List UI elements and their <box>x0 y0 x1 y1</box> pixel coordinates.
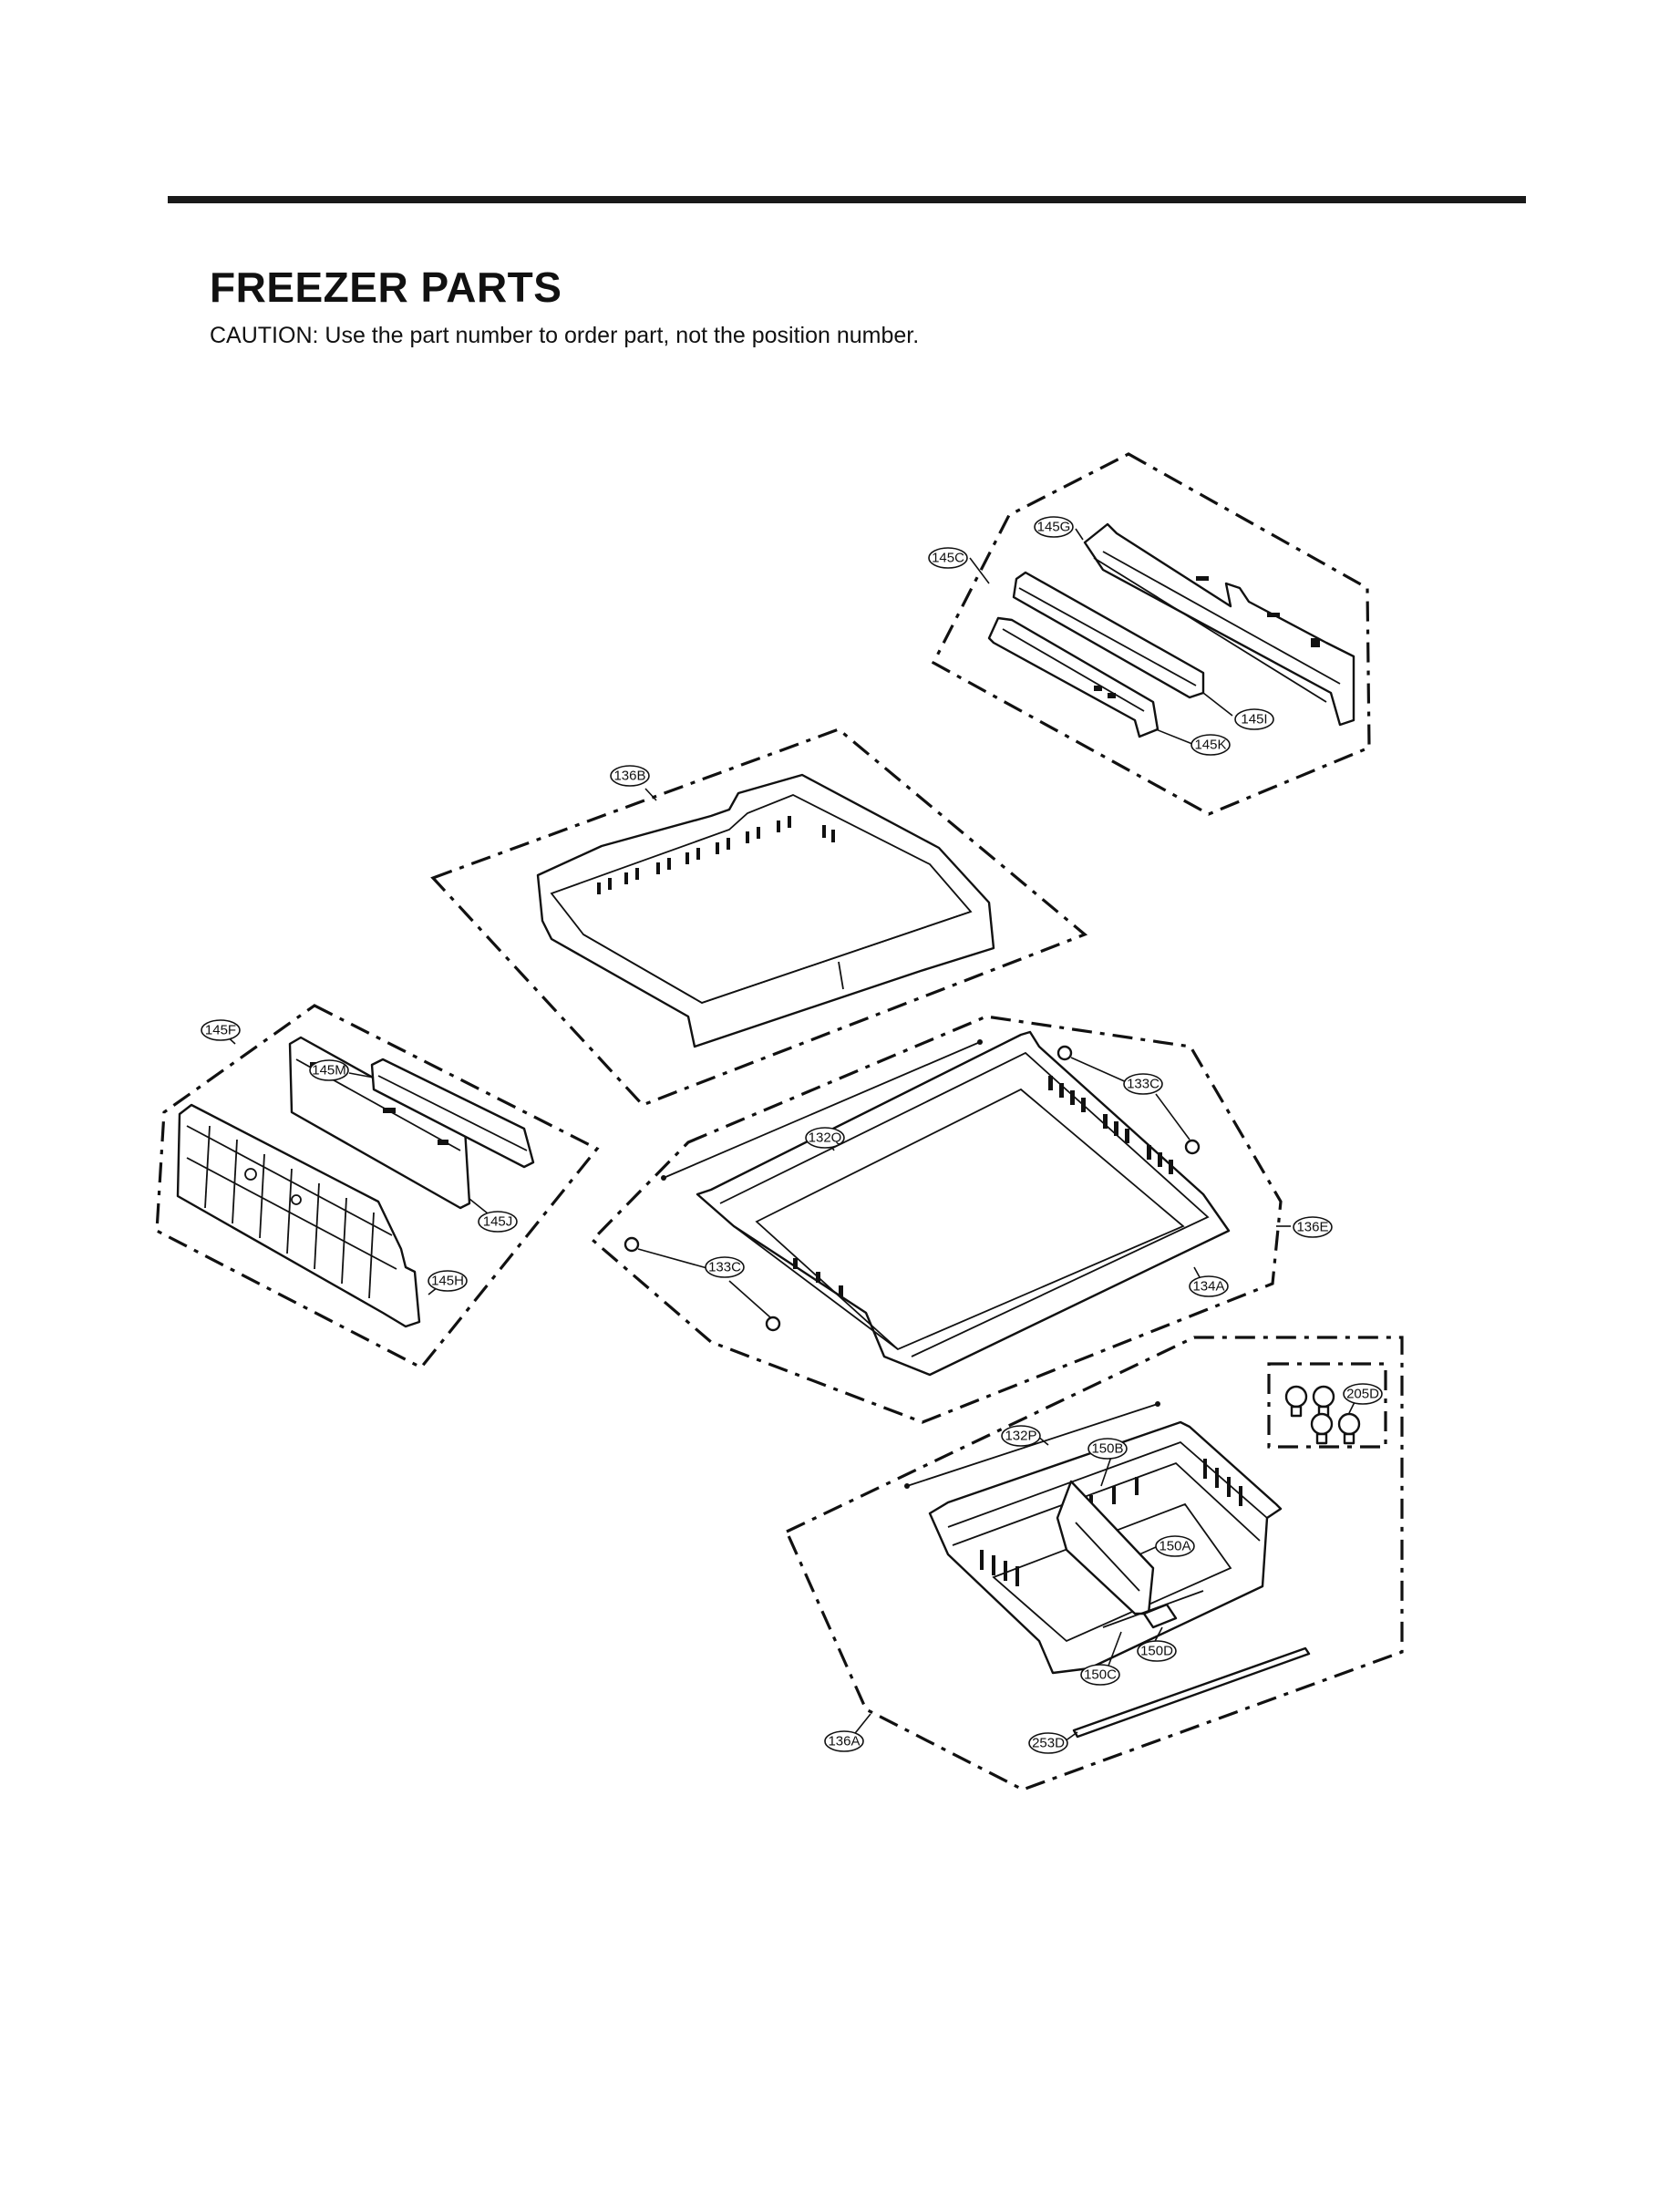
svg-text:136E: 136E <box>1296 1220 1328 1235</box>
callout-132P: 132P <box>1001 1425 1041 1447</box>
svg-text:145C: 145C <box>932 551 964 566</box>
group-boundary <box>931 452 1371 816</box>
strip-part-253D <box>1072 1646 1311 1739</box>
callout-145H: 145H <box>428 1270 468 1292</box>
callout-145M: 145M <box>309 1059 349 1081</box>
svg-text:145F: 145F <box>205 1023 236 1038</box>
tray-group-134A <box>590 1015 1291 1424</box>
wire-part-132Q <box>663 1041 981 1179</box>
tray-group-136B <box>430 728 1088 1107</box>
callout-136E: 136E <box>1293 1216 1333 1238</box>
svg-text:145K: 145K <box>1194 738 1226 753</box>
svg-text:145I: 145I <box>1241 712 1267 728</box>
svg-text:205D: 205D <box>1346 1387 1379 1402</box>
svg-text:150A: 150A <box>1159 1539 1190 1554</box>
callout-145G: 145G <box>1034 516 1074 538</box>
svg-text:145M: 145M <box>312 1063 346 1079</box>
callout-150B: 150B <box>1087 1438 1128 1460</box>
tray-vent-slots <box>597 816 835 894</box>
callout-133C-top: 133C <box>1123 1073 1163 1095</box>
svg-text:145G: 145G <box>1037 520 1071 535</box>
callout-145J: 145J <box>478 1211 518 1233</box>
wire-part-132P <box>906 1403 1159 1487</box>
caution-note: CAUTION: Use the part number to order pa… <box>210 323 920 348</box>
rail-assembly-group-top-right <box>931 452 1371 816</box>
svg-text:150D: 150D <box>1140 1644 1173 1659</box>
svg-text:136A: 136A <box>828 1734 860 1749</box>
rail-part-150C <box>1102 1590 1204 1628</box>
rail-part-145G <box>1083 522 1355 727</box>
cap-part-205D <box>1284 1385 1361 1445</box>
tray-vent-slots <box>793 1076 1173 1296</box>
callout-145C: 145C <box>928 547 968 569</box>
callout-136B: 136B <box>610 765 650 787</box>
group-boundary <box>430 728 1088 1107</box>
group-boundary <box>784 1336 1404 1791</box>
callout-150D: 150D <box>1137 1640 1177 1662</box>
svg-text:132P: 132P <box>1005 1429 1036 1444</box>
group-boundary <box>155 1004 600 1370</box>
callout-136A: 136A <box>824 1730 864 1752</box>
tray-part-134A <box>696 1030 1231 1377</box>
callout-134A: 134A <box>1189 1275 1229 1297</box>
grid-ribs <box>204 1125 375 1299</box>
callout-133C-left: 133C <box>705 1256 745 1278</box>
callout-205D: 205D <box>1343 1383 1383 1405</box>
rail-assembly-group-left <box>155 1004 600 1370</box>
roller-part-133C <box>624 1045 1201 1332</box>
rail-part-145M <box>370 1058 535 1169</box>
svg-text:133C: 133C <box>708 1260 741 1275</box>
tray-part-136B <box>536 773 995 1048</box>
basket-group-136A <box>784 1336 1404 1791</box>
svg-text:253D: 253D <box>1032 1736 1065 1751</box>
header-rule <box>168 196 1526 203</box>
callout-145F: 145F <box>201 1019 241 1041</box>
svg-text:134A: 134A <box>1192 1279 1224 1295</box>
svg-text:150B: 150B <box>1091 1441 1123 1457</box>
rail-part-145H <box>176 1103 421 1328</box>
svg-text:145J: 145J <box>483 1214 513 1230</box>
cap-set-boundary <box>1267 1362 1387 1449</box>
callout-145K: 145K <box>1190 734 1231 756</box>
svg-text:136B: 136B <box>613 769 645 784</box>
callout-150A: 150A <box>1155 1535 1195 1557</box>
callout-253D: 253D <box>1028 1732 1068 1754</box>
group-boundary <box>590 1015 1283 1424</box>
page-title: FREEZER PARTS <box>210 263 562 311</box>
svg-text:133C: 133C <box>1127 1077 1160 1092</box>
callout-150C: 150C <box>1080 1664 1120 1686</box>
callout-145I: 145I <box>1234 708 1274 730</box>
svg-text:145H: 145H <box>431 1274 464 1289</box>
callout-132Q: 132Q <box>805 1127 845 1149</box>
svg-text:132Q: 132Q <box>809 1130 842 1146</box>
svg-text:150C: 150C <box>1084 1667 1117 1683</box>
